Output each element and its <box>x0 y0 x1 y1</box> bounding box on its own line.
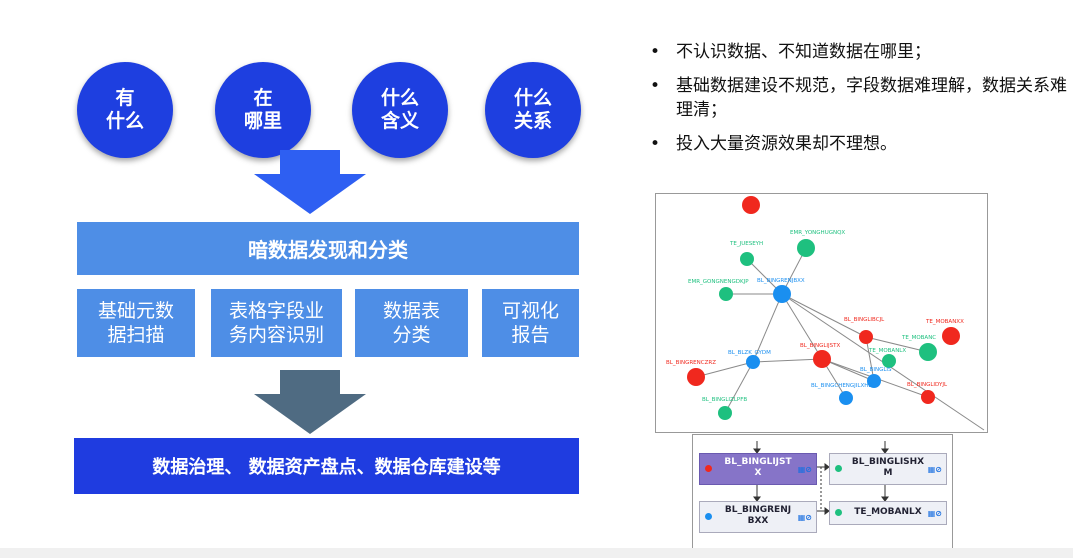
graph-label: EMR_GONGNENGDKJP <box>688 279 749 285</box>
node-dot-icon <box>835 465 842 472</box>
bullet-text: 不认识数据、不知道数据在哪里； <box>676 42 931 62</box>
graph-node <box>839 391 853 405</box>
graph-label: TE_JUESEYH <box>729 241 763 247</box>
sub-box-visual-report: 可视化 报告 <box>482 289 579 357</box>
lineage-node[interactable]: BL_BINGLIJST X ▦⊘ <box>699 453 817 485</box>
governance-banner: 数据治理、 数据资产盘点、数据仓库建设等 <box>74 438 579 494</box>
footer-strip <box>0 548 1073 558</box>
graph-label: EMR_YONGHUGNQX <box>790 230 845 236</box>
bullet-dot-icon: • <box>650 134 661 154</box>
graph-label: BL_BINGRENJBXX <box>757 278 805 284</box>
circle-relation: 什么 关系 <box>485 62 581 158</box>
graph-node <box>859 330 873 344</box>
node-dot-icon <box>835 509 842 516</box>
lineage-node[interactable]: TE_MOBANLX ▦⊘ <box>829 501 947 525</box>
bullet-text: 投入大量资源效果却不理想。 <box>676 134 897 154</box>
relation-graph-panel: TE_JUESEYH EMR_YONGHUGNQX EMR_GONGNENGDK… <box>655 193 988 433</box>
bullet-dot-icon: • <box>650 76 661 96</box>
graph-node <box>867 374 881 388</box>
graph-label: TE_MOBANXX <box>925 319 964 325</box>
dark-data-banner: 暗数据发现和分类 <box>77 222 579 275</box>
graph-node <box>919 343 937 361</box>
graph-node <box>746 355 760 369</box>
graph-labels: TE_JUESEYH EMR_YONGHUGNQX EMR_GONGNENGDK… <box>666 230 964 403</box>
graph-node <box>813 350 831 368</box>
lineage-node-label: BL_BINGLISHX M <box>851 457 925 478</box>
graph-node <box>740 252 754 266</box>
lineage-node-label: BL_BINGRENJ BXX <box>724 505 792 526</box>
graph-label: BL_BINGLIJSTX <box>800 343 841 349</box>
lineage-node[interactable]: BL_BINGLISHX M ▦⊘ <box>829 453 947 485</box>
table-icon: ▦⊘ <box>927 509 942 518</box>
graph-label: BL_BINGCHENGJILXHB <box>811 383 872 389</box>
pain-point-list: • 不认识数据、不知道数据在哪里； • 基础数据建设不规范，字段数据难理解，数据关系… <box>648 40 1068 166</box>
sub-box-field-recognition: 表格字段业 务内容识别 <box>211 289 342 357</box>
table-icon: ▦⊘ <box>927 465 942 474</box>
down-arrow-top <box>254 150 366 214</box>
graph-label: BL_BINGRENCZRZ <box>666 360 716 366</box>
circle-what: 有 什么 <box>77 62 173 158</box>
graph-node <box>797 239 815 257</box>
graph-label: BL_BINGLIS <box>860 367 892 373</box>
graph-node <box>742 196 760 214</box>
lineage-panel: BL_BINGLIJST X ▦⊘ BL_BINGLISHX M ▦⊘ BL_B… <box>692 434 953 554</box>
graph-label: TE_MOBANC <box>901 335 936 341</box>
sub-box-table-classification: 数据表 分类 <box>355 289 468 357</box>
graph-node <box>773 285 791 303</box>
graph-node <box>942 327 960 345</box>
bullet-item: • 投入大量资源效果却不理想。 <box>648 132 1068 156</box>
graph-label: TE_MOBANLX <box>868 348 906 354</box>
graph-label: BL_BLZK_GYDM <box>728 350 771 356</box>
circle-where: 在 哪里 <box>215 62 311 158</box>
lineage-node[interactable]: BL_BINGRENJ BXX ▦⊘ <box>699 501 817 533</box>
table-icon: ▦⊘ <box>797 465 812 474</box>
graph-node <box>687 368 705 386</box>
graph-label: BL_BINGLIDYJL <box>907 382 948 388</box>
graph-label: BL_BINGLIBCJL <box>844 317 885 323</box>
sub-box-metadata-scan: 基础元数 据扫描 <box>77 289 195 357</box>
node-dot-icon <box>705 513 712 520</box>
graph-label: BL_BINGLIZLPFB <box>702 397 747 403</box>
graph-node <box>718 406 732 420</box>
graph-node <box>719 287 733 301</box>
bullet-dot-icon: • <box>650 42 661 62</box>
bullet-text: 基础数据建设不规范，字段数据难理解，数据关系难理清； <box>676 76 1067 120</box>
bullet-item: • 不认识数据、不知道数据在哪里； <box>648 40 1068 64</box>
graph-nodes <box>687 196 960 420</box>
table-icon: ▦⊘ <box>797 513 812 522</box>
node-dot-icon <box>705 465 712 472</box>
lineage-node-label: BL_BINGLIJST X <box>724 457 792 478</box>
circle-meaning: 什么 含义 <box>352 62 448 158</box>
relation-graph: TE_JUESEYH EMR_YONGHUGNQX EMR_GONGNENGDK… <box>666 196 985 431</box>
lineage-arrows <box>753 441 889 515</box>
graph-node <box>921 390 935 404</box>
graph-node <box>882 354 896 368</box>
bullet-item: • 基础数据建设不规范，字段数据难理解，数据关系难理清； <box>648 74 1068 122</box>
lineage-node-label: TE_MOBANLX <box>854 507 922 517</box>
down-arrow-bottom <box>254 370 366 434</box>
